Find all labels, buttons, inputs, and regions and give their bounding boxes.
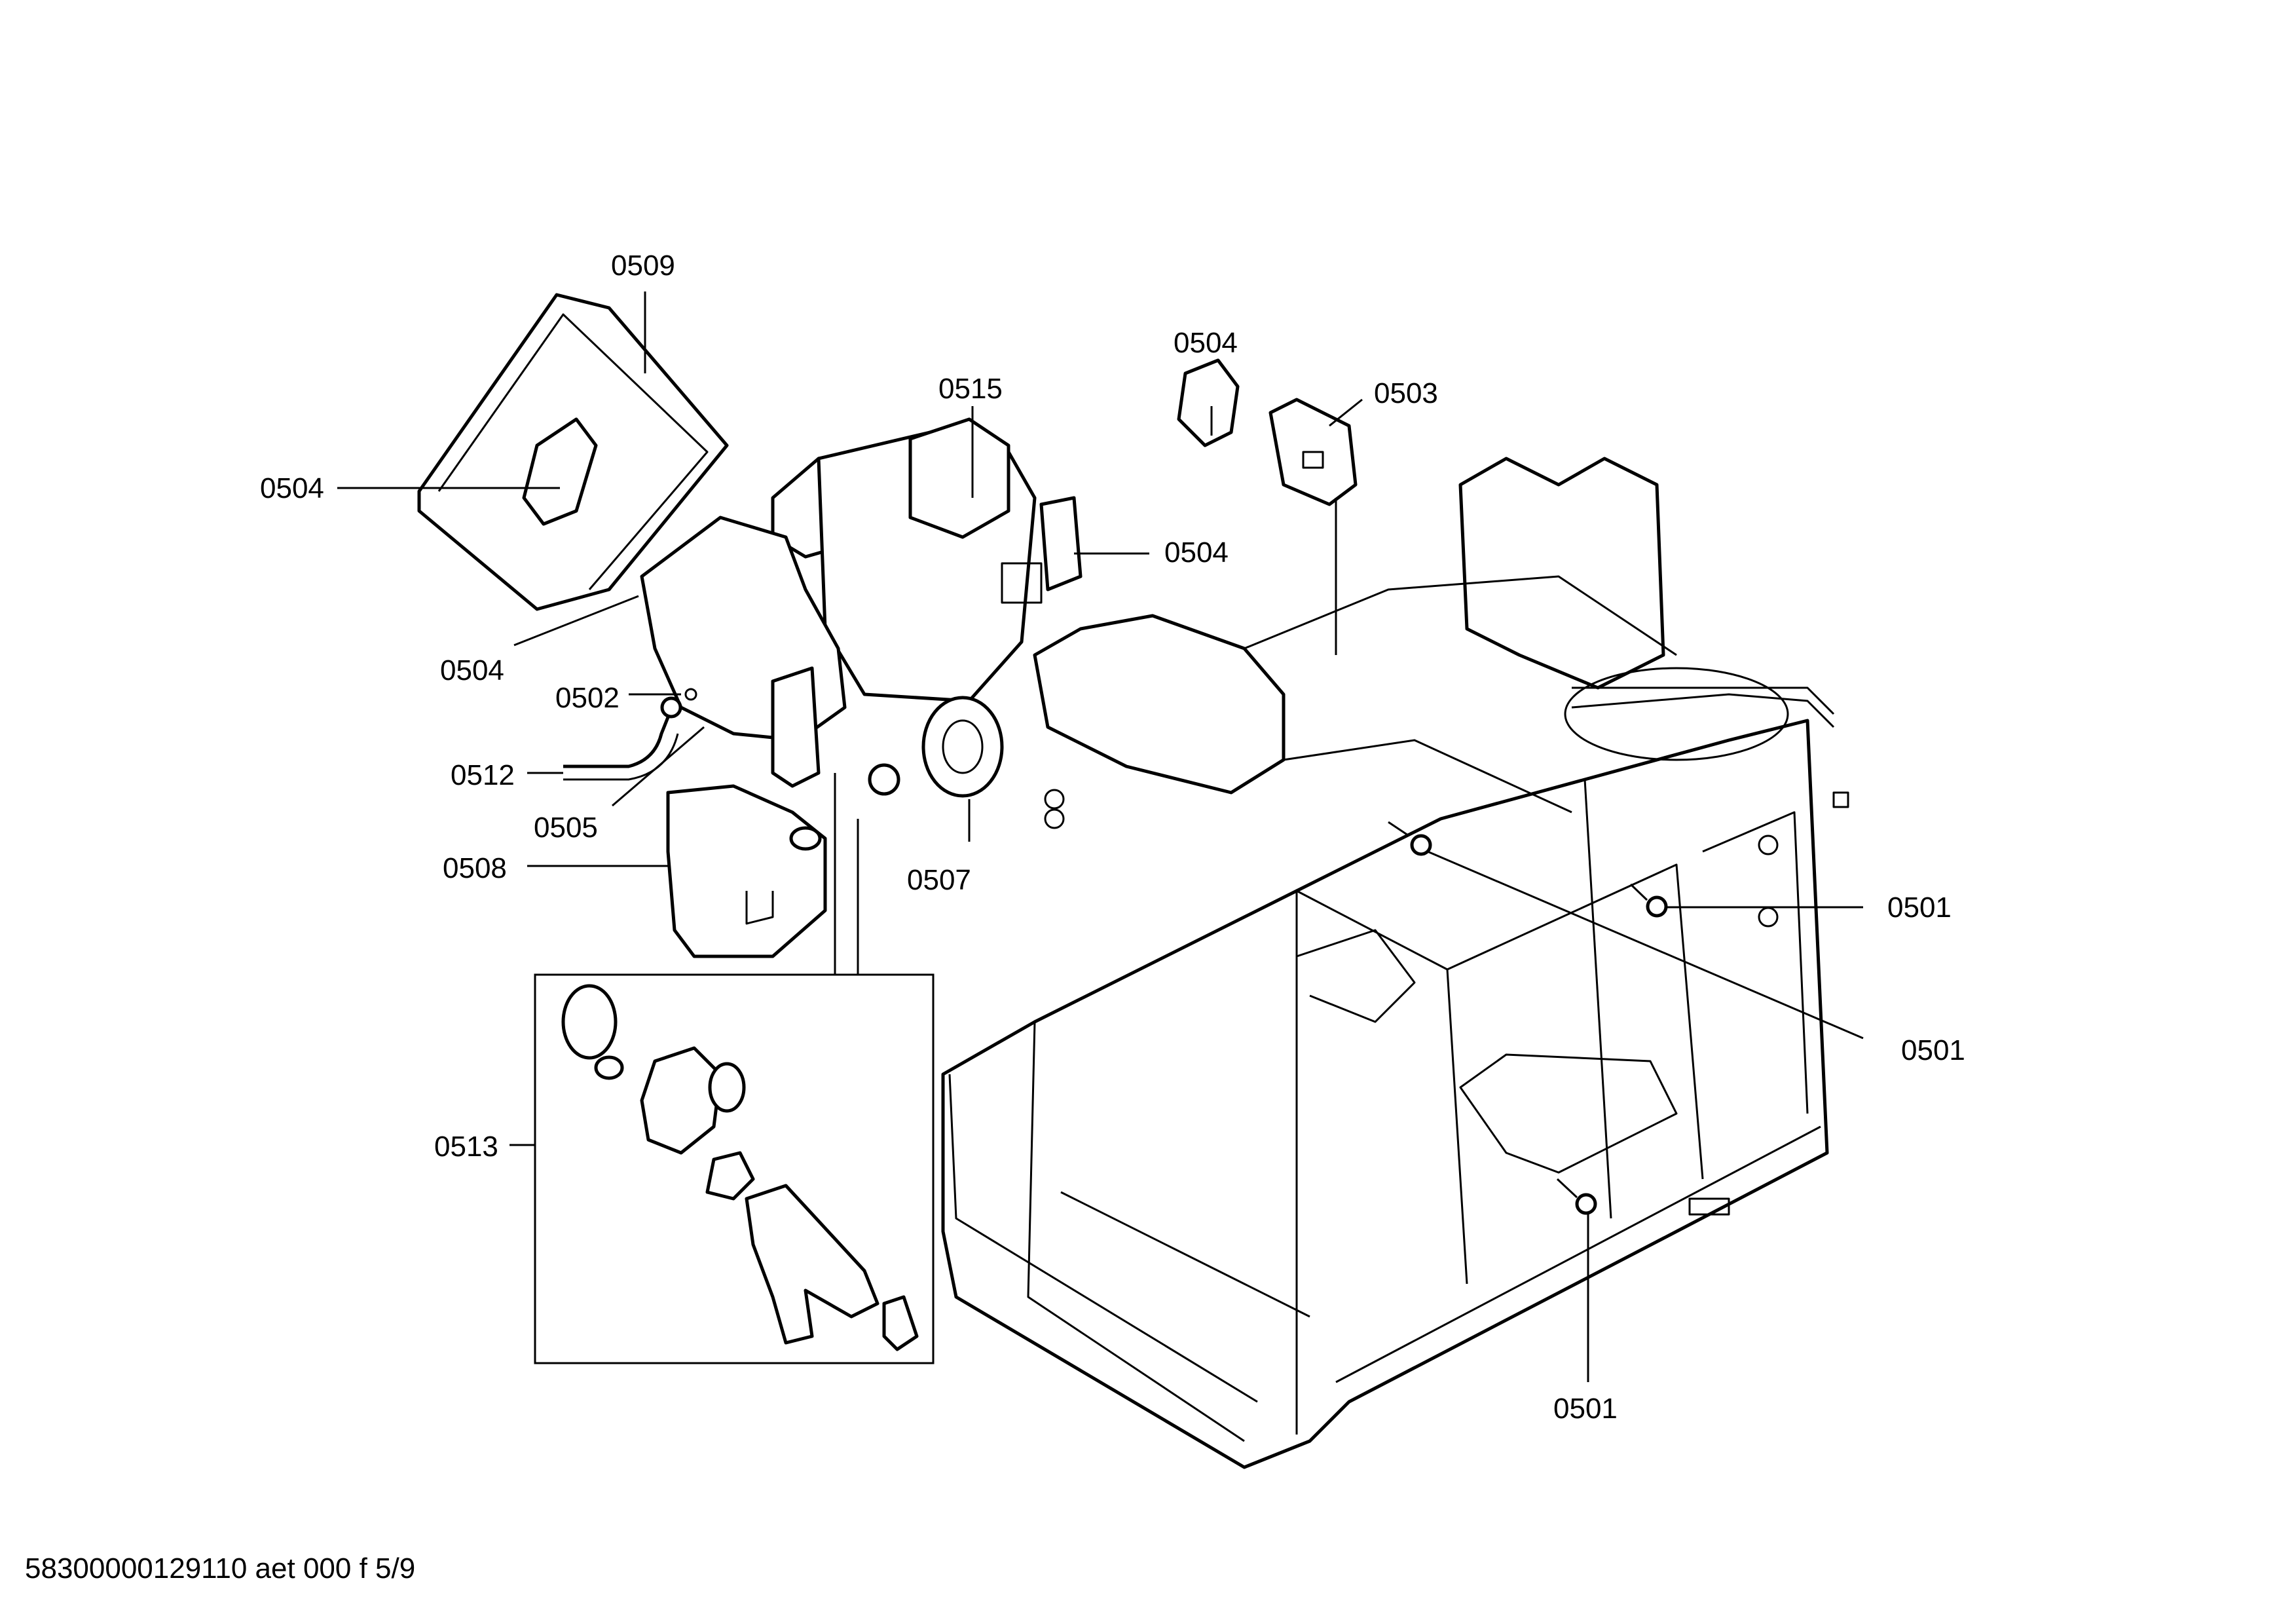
label-0505: 0505 bbox=[534, 812, 598, 844]
label-0504-top: 0504 bbox=[1174, 327, 1238, 359]
pump-body bbox=[640, 516, 900, 796]
machine-housing bbox=[941, 457, 1849, 1469]
label-0508: 0508 bbox=[443, 852, 507, 884]
label-0515: 0515 bbox=[938, 373, 1003, 405]
label-0507: 0507 bbox=[907, 864, 971, 896]
screw-parts bbox=[1388, 821, 1668, 1215]
label-0502: 0502 bbox=[555, 682, 620, 714]
label-0501-upper: 0501 bbox=[1887, 891, 1952, 924]
label-0503: 0503 bbox=[1374, 377, 1438, 409]
label-0504-lower: 0504 bbox=[440, 654, 504, 686]
switch-assembly bbox=[1177, 358, 1358, 506]
tube-part bbox=[563, 717, 679, 781]
label-0501-lower: 0501 bbox=[1553, 1393, 1618, 1425]
inset-box-0513 bbox=[534, 773, 935, 1364]
part-labels: 0509 0504 0504 0504 0504 0515 0503 0502 … bbox=[260, 250, 1965, 1425]
label-0512: 0512 bbox=[451, 759, 515, 791]
label-0509: 0509 bbox=[611, 250, 675, 282]
label-0513: 0513 bbox=[434, 1131, 498, 1163]
drip-container bbox=[666, 784, 827, 958]
electronic-housing bbox=[417, 293, 729, 611]
document-reference-footer: 58300000129110 aet 000 f 5/9 bbox=[25, 1552, 416, 1585]
label-0504-left: 0504 bbox=[260, 472, 324, 504]
leader-lines bbox=[337, 291, 1864, 1382]
valve-block bbox=[771, 417, 1083, 798]
label-0504-right: 0504 bbox=[1164, 536, 1229, 569]
label-0501-middle: 0501 bbox=[1901, 1034, 1965, 1066]
